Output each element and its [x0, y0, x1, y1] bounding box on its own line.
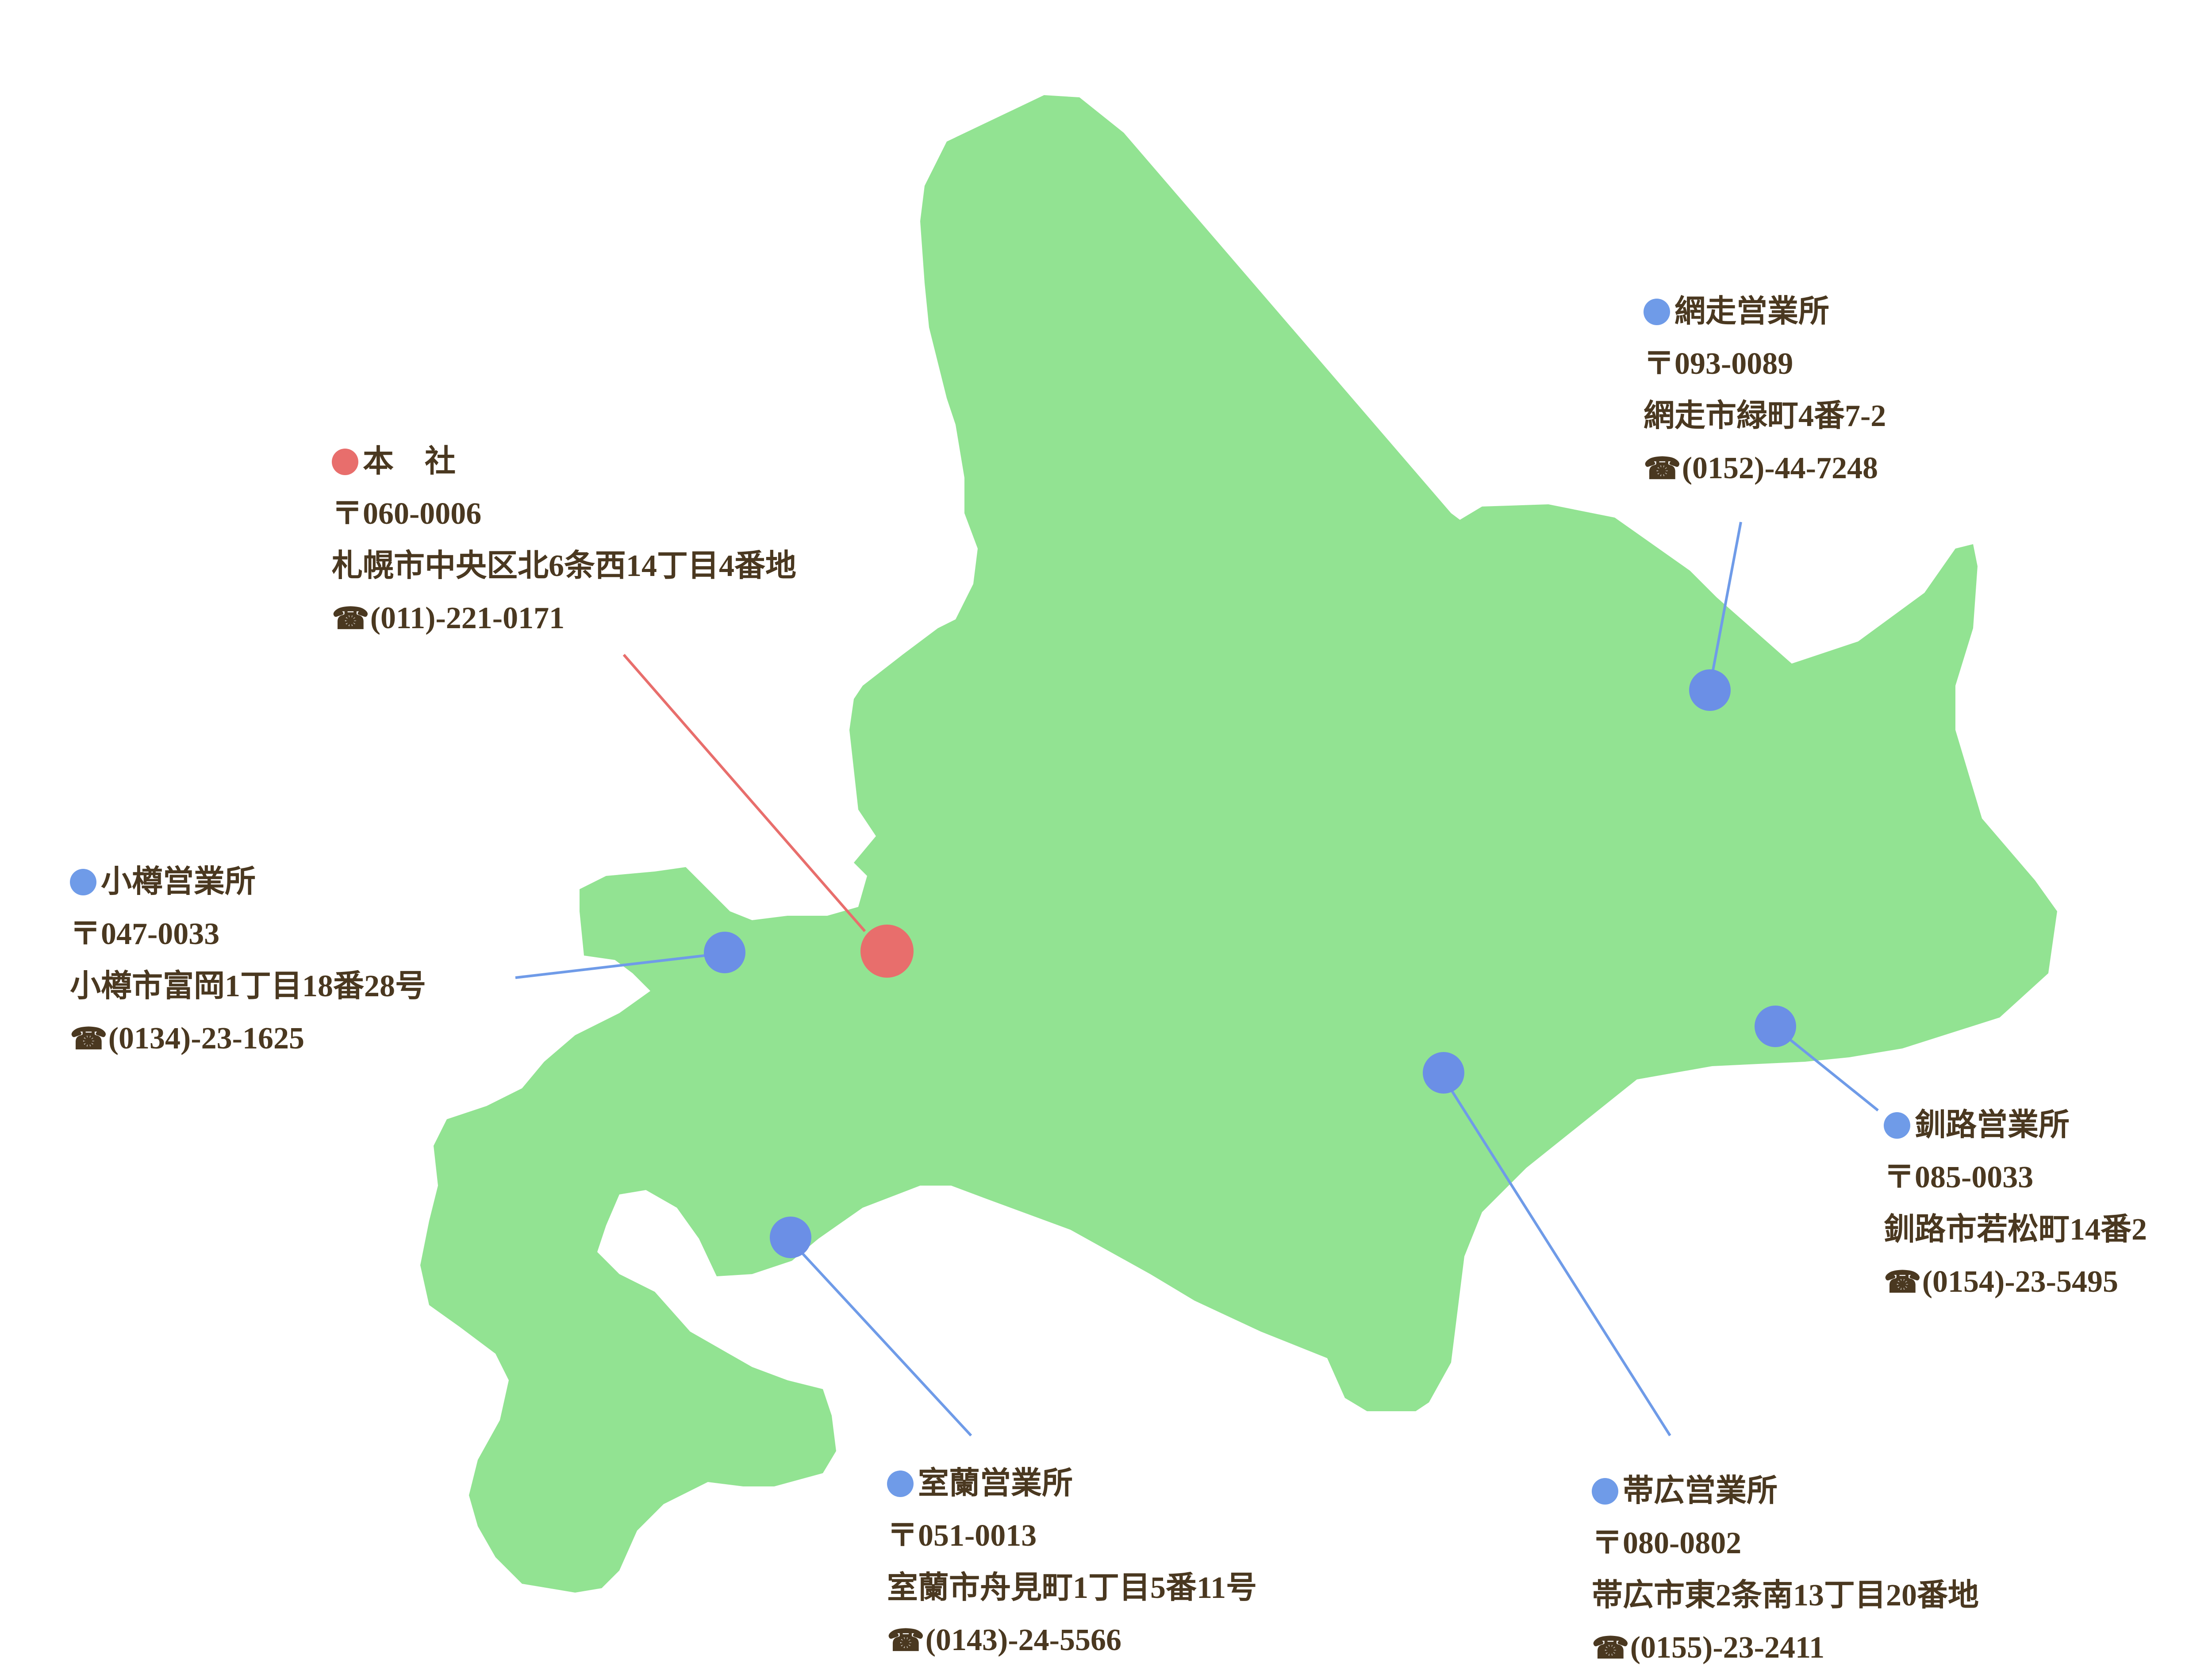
office-postal: 〒085-0033	[1884, 1160, 2034, 1194]
office-kushiro: 釧路営業所 〒085-0033 釧路市若松町14番2 ☎ (0154)-23-5…	[1884, 1099, 2147, 1308]
leader-line-kushiro	[1786, 1036, 1879, 1112]
head-office-dot-icon	[332, 449, 358, 475]
office-name: 帯広営業所	[1623, 1474, 1778, 1508]
office-tel: (0155)-23-2411	[1630, 1631, 1825, 1665]
office-address: 札幌市中央区北6条西14丁目4番地	[332, 549, 796, 583]
hokkaido-landmass	[420, 95, 2057, 1593]
office-name: 釧路営業所	[1915, 1108, 2070, 1142]
leader-line-muroran	[799, 1249, 972, 1437]
leader-line-abashiri	[1712, 522, 1742, 671]
leader-line-honsha	[622, 654, 866, 932]
branch-office-dot-icon	[887, 1471, 914, 1497]
location-marker-muroran[interactable]	[770, 1217, 811, 1258]
office-honsha: 本 社 〒060-0006 札幌市中央区北6条西14丁目4番地 ☎ (011)-…	[332, 436, 796, 645]
office-postal: 〒080-0802	[1592, 1526, 1742, 1560]
location-marker-abashiri[interactable]	[1689, 669, 1731, 711]
office-tel: (011)-221-0171	[370, 601, 565, 635]
office-postal: 〒047-0033	[70, 917, 220, 951]
office-muroran: 室蘭営業所 〒051-0013 室蘭市舟見町1丁目5番11号 ☎ (0143)-…	[887, 1458, 1257, 1666]
office-address: 網走市緑町4番7-2	[1644, 399, 1886, 433]
location-marker-obihiro[interactable]	[1423, 1052, 1464, 1094]
leader-line-otaru	[515, 954, 705, 979]
telephone-icon: ☎	[887, 1624, 925, 1657]
office-address: 室蘭市舟見町1丁目5番11号	[887, 1571, 1257, 1605]
office-tel: (0154)-23-5495	[1922, 1265, 2118, 1299]
leader-line-obihiro	[1450, 1089, 1671, 1436]
office-obihiro: 帯広営業所 〒080-0802 帯広市東2条南13丁目20番地 ☎ (0155)…	[1592, 1465, 1979, 1674]
office-postal: 〒060-0006	[332, 497, 482, 531]
office-name: 小樽営業所	[101, 865, 256, 899]
telephone-icon: ☎	[1644, 452, 1681, 485]
office-address: 小樽市富岡1丁目18番28号	[70, 969, 426, 1003]
office-name: 網走営業所	[1674, 295, 1829, 329]
office-postal: 〒093-0089	[1644, 347, 1793, 381]
branch-office-dot-icon	[70, 869, 96, 895]
location-marker-otaru[interactable]	[704, 932, 745, 973]
office-address: 帯広市東2条南13丁目20番地	[1592, 1578, 1979, 1613]
office-tel: (0143)-24-5566	[925, 1623, 1121, 1657]
office-otaru: 小樽営業所 〒047-0033 小樽市富岡1丁目18番28号 ☎ (0134)-…	[70, 856, 426, 1065]
telephone-icon: ☎	[1884, 1265, 1921, 1299]
office-address: 釧路市若松町14番2	[1884, 1213, 2147, 1247]
office-postal: 〒051-0013	[887, 1519, 1037, 1553]
location-marker-kushiro[interactable]	[1755, 1006, 1796, 1047]
branch-office-dot-icon	[1644, 299, 1670, 325]
office-name: 室蘭営業所	[918, 1467, 1073, 1501]
branch-office-dot-icon	[1592, 1478, 1618, 1505]
office-name: 本 社	[363, 445, 456, 479]
telephone-icon: ☎	[1592, 1631, 1629, 1665]
leader-lines	[515, 522, 1879, 1437]
office-abashiri: 網走営業所 〒093-0089 網走市緑町4番7-2 ☎ (0152)-44-7…	[1644, 286, 1886, 495]
telephone-icon: ☎	[332, 602, 369, 635]
location-marker-honsha[interactable]	[860, 925, 914, 978]
office-tel: (0152)-44-7248	[1682, 451, 1878, 485]
branch-office-dot-icon	[1884, 1112, 1910, 1139]
location-markers	[704, 669, 1796, 1258]
office-tel: (0134)-23-1625	[108, 1021, 304, 1056]
telephone-icon: ☎	[70, 1022, 108, 1056]
